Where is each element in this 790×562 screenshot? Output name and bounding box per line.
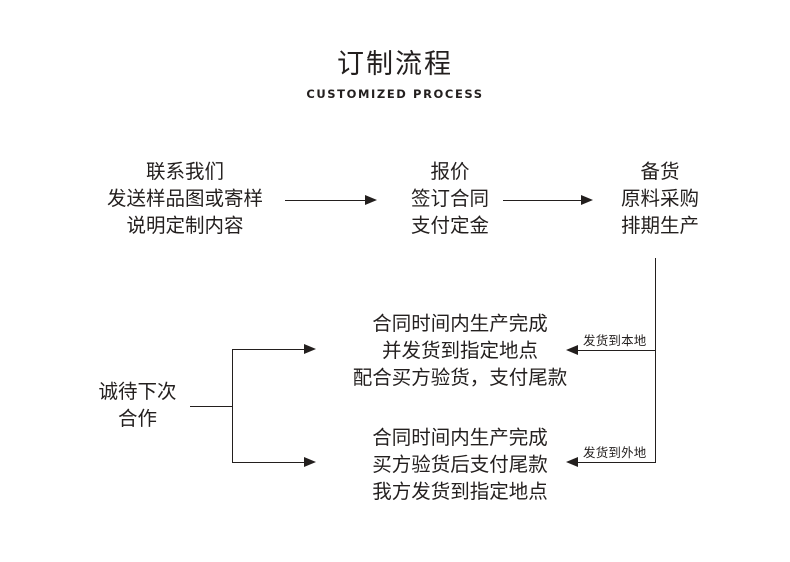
arrow-contact-to-quote-shaft: [285, 200, 367, 201]
node-contact-line-2: 发送样品图或寄样: [106, 187, 263, 210]
node-quote-line-3: 支付定金: [410, 214, 489, 237]
arrow-branch-to-local-head: [304, 344, 316, 354]
edge-label-remote: 发货到外地: [583, 445, 647, 460]
node-next-cooperation-line-2: 合作: [117, 407, 157, 430]
header: 订制流程 CUSTOMIZED PROCESS: [0, 48, 790, 101]
page-title: 订制流程: [337, 49, 453, 80]
arrow-branch-to-local-shaft: [232, 349, 306, 350]
connector-branch-trunk: [232, 349, 233, 463]
edge-label-local: 发货到本地: [583, 333, 647, 348]
connector-stock-vertical: [655, 258, 656, 463]
node-quote-line-1: 报价: [430, 160, 470, 183]
arrow-quote-to-stock-head: [581, 195, 593, 205]
node-local-delivery-line-1: 合同时间内生产完成: [372, 312, 548, 335]
arrow-quote-to-stock-shaft: [503, 200, 583, 201]
arrow-contact-to-quote-head: [365, 195, 377, 205]
node-contact: 联系我们 发送样品图或寄样 说明定制内容: [65, 158, 305, 239]
node-local-delivery-line-2: 并发货到指定地点: [381, 339, 538, 362]
node-next-cooperation: 诚待下次 合作: [85, 378, 190, 432]
page-subtitle: CUSTOMIZED PROCESS: [306, 87, 484, 101]
node-remote-delivery-line-3: 我方发货到指定地点: [372, 480, 548, 503]
node-quote-line-2: 签订合同: [410, 187, 489, 210]
connector-cooperation-stub: [190, 406, 233, 407]
node-local-delivery-line-3: 配合买方验货，支付尾款: [352, 366, 568, 389]
node-stock-line-3: 排期生产: [620, 214, 699, 237]
node-contact-line-1: 联系我们: [145, 160, 224, 183]
node-local-delivery: 合同时间内生产完成 并发货到指定地点 配合买方验货，支付尾款: [335, 310, 585, 391]
node-stock-line-2: 原料采购: [620, 187, 699, 210]
node-stock-line-1: 备货: [640, 160, 680, 183]
node-quote: 报价 签订合同 支付定金: [380, 158, 520, 239]
node-remote-delivery: 合同时间内生产完成 买方验货后支付尾款 我方发货到指定地点: [335, 424, 585, 505]
node-next-cooperation-line-1: 诚待下次: [98, 380, 177, 403]
arrow-stock-to-remote-head: [566, 457, 578, 467]
arrow-branch-to-remote-shaft: [232, 462, 306, 463]
arrow-stock-to-remote-shaft: [578, 462, 656, 463]
arrow-stock-to-local-head: [566, 345, 578, 355]
arrow-stock-to-local-shaft: [578, 350, 656, 351]
arrow-branch-to-remote-head: [304, 457, 316, 467]
node-remote-delivery-line-1: 合同时间内生产完成: [372, 426, 548, 449]
node-contact-line-3: 说明定制内容: [126, 214, 244, 237]
node-remote-delivery-line-2: 买方验货后支付尾款: [372, 453, 548, 476]
node-stock: 备货 原料采购 排期生产: [590, 158, 730, 239]
